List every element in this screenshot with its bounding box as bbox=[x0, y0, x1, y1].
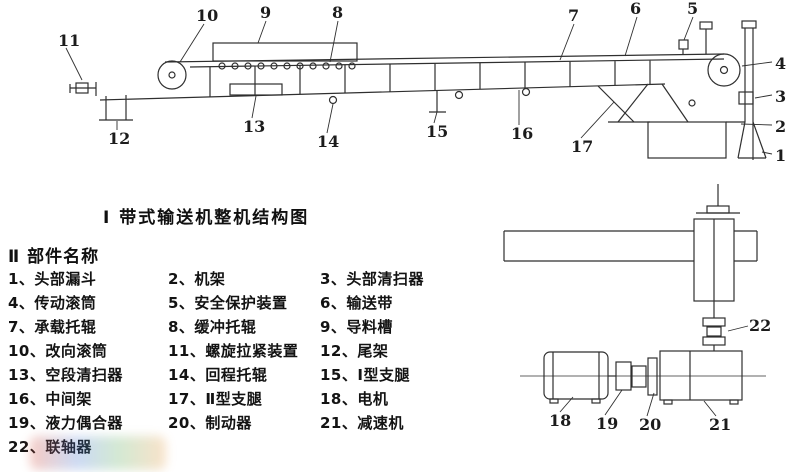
callout-17: 17 bbox=[571, 137, 594, 156]
part-item: 10、改向滚筒 bbox=[8, 342, 108, 360]
part-item: 8、缓冲托辊 bbox=[168, 318, 257, 336]
drive-pulley-section bbox=[693, 218, 735, 318]
part-item: 1、头部漏斗 bbox=[8, 270, 97, 288]
callout-3: 3 bbox=[775, 87, 787, 106]
part-item: 18、电机 bbox=[320, 390, 389, 408]
part-item: 13、空段清扫器 bbox=[8, 366, 123, 384]
part-item: 14、回程托辊 bbox=[168, 366, 268, 384]
callout-1: 1 bbox=[775, 146, 787, 165]
drive-unit-view bbox=[503, 184, 766, 417]
parts-list: 1、头部漏斗 2、机架 3、头部清扫器 4、传动滚筒 5、安全保护装置 6、输送带 7、承载… bbox=[8, 268, 486, 460]
part-item: 12、尾架 bbox=[320, 342, 389, 360]
part-item: 19、液力偶合器 bbox=[8, 414, 123, 432]
fluid-coupling bbox=[615, 361, 647, 391]
callout-12: 12 bbox=[108, 129, 131, 148]
tail-pulley bbox=[157, 60, 187, 90]
part-item: 4、传动滚筒 bbox=[8, 294, 97, 312]
part-item: 2、机架 bbox=[168, 270, 226, 288]
head-pedestal bbox=[647, 83, 745, 159]
part-item: 16、中间架 bbox=[8, 390, 92, 408]
callout-4: 4 bbox=[775, 54, 787, 73]
empty-section-cleaner bbox=[229, 83, 283, 96]
top-mount bbox=[696, 184, 740, 214]
callout-16: 16 bbox=[511, 124, 534, 143]
part-item: 6、输送带 bbox=[320, 294, 393, 312]
truss-posts bbox=[209, 60, 651, 97]
part-item: 3、头部清扫器 bbox=[320, 270, 424, 288]
belt-lines bbox=[99, 53, 725, 101]
part-item: 15、Ⅰ型支腿 bbox=[320, 366, 410, 384]
callout-21: 21 bbox=[709, 415, 732, 434]
safety-device bbox=[678, 39, 689, 55]
callout-9: 9 bbox=[260, 3, 272, 22]
tail-frame-leg bbox=[99, 95, 133, 121]
motor bbox=[543, 351, 616, 404]
type2-leg bbox=[597, 83, 650, 123]
head-pulley bbox=[707, 53, 741, 87]
head-frame bbox=[699, 20, 757, 160]
part-item: 20、制动器 bbox=[168, 414, 252, 432]
coupling bbox=[702, 317, 726, 351]
callout-11: 11 bbox=[58, 31, 81, 50]
structure-diagram-title: Ⅰ 带式输送机整机结构图 bbox=[103, 208, 310, 228]
part-item: 7、承载托辊 bbox=[8, 318, 97, 336]
callout-10: 10 bbox=[196, 6, 219, 25]
callout-22: 22 bbox=[749, 316, 772, 335]
parts-list-heading: Ⅱ 部件名称 bbox=[8, 247, 100, 267]
callout-20: 20 bbox=[639, 415, 662, 434]
part-item: 9、导料槽 bbox=[320, 318, 393, 336]
callout-13: 13 bbox=[243, 117, 266, 136]
part-item: 22、联轴器 bbox=[8, 438, 92, 456]
reducer bbox=[659, 350, 743, 405]
callout-19: 19 bbox=[596, 414, 619, 433]
callout-6: 6 bbox=[630, 0, 642, 18]
part-item: 5、安全保护装置 bbox=[168, 294, 288, 312]
callout-8: 8 bbox=[332, 3, 344, 22]
part-item: 11、螺旋拉紧装置 bbox=[168, 342, 299, 360]
callout-5: 5 bbox=[687, 0, 699, 18]
part-item: 21、减速机 bbox=[320, 414, 404, 432]
head-funnel bbox=[737, 121, 767, 159]
screw-tensioner bbox=[69, 82, 97, 96]
type1-leg bbox=[429, 90, 446, 113]
frame-beam bbox=[503, 230, 758, 262]
return-idlers bbox=[328, 87, 531, 105]
callout-18: 18 bbox=[549, 411, 572, 430]
callout-2: 2 bbox=[775, 117, 787, 136]
leader-lines-drive bbox=[559, 325, 749, 417]
callout-14: 14 bbox=[317, 132, 340, 151]
guide-chute bbox=[212, 42, 358, 62]
brake bbox=[647, 357, 658, 396]
callout-7: 7 bbox=[568, 6, 580, 25]
head-cleaner bbox=[738, 91, 754, 105]
conveyor-side-view bbox=[65, 16, 773, 160]
leader-lines-main bbox=[65, 16, 773, 155]
callout-15: 15 bbox=[426, 122, 449, 141]
part-item: 17、Ⅱ型支腿 bbox=[168, 390, 263, 408]
buffer-idler-row bbox=[218, 62, 356, 70]
